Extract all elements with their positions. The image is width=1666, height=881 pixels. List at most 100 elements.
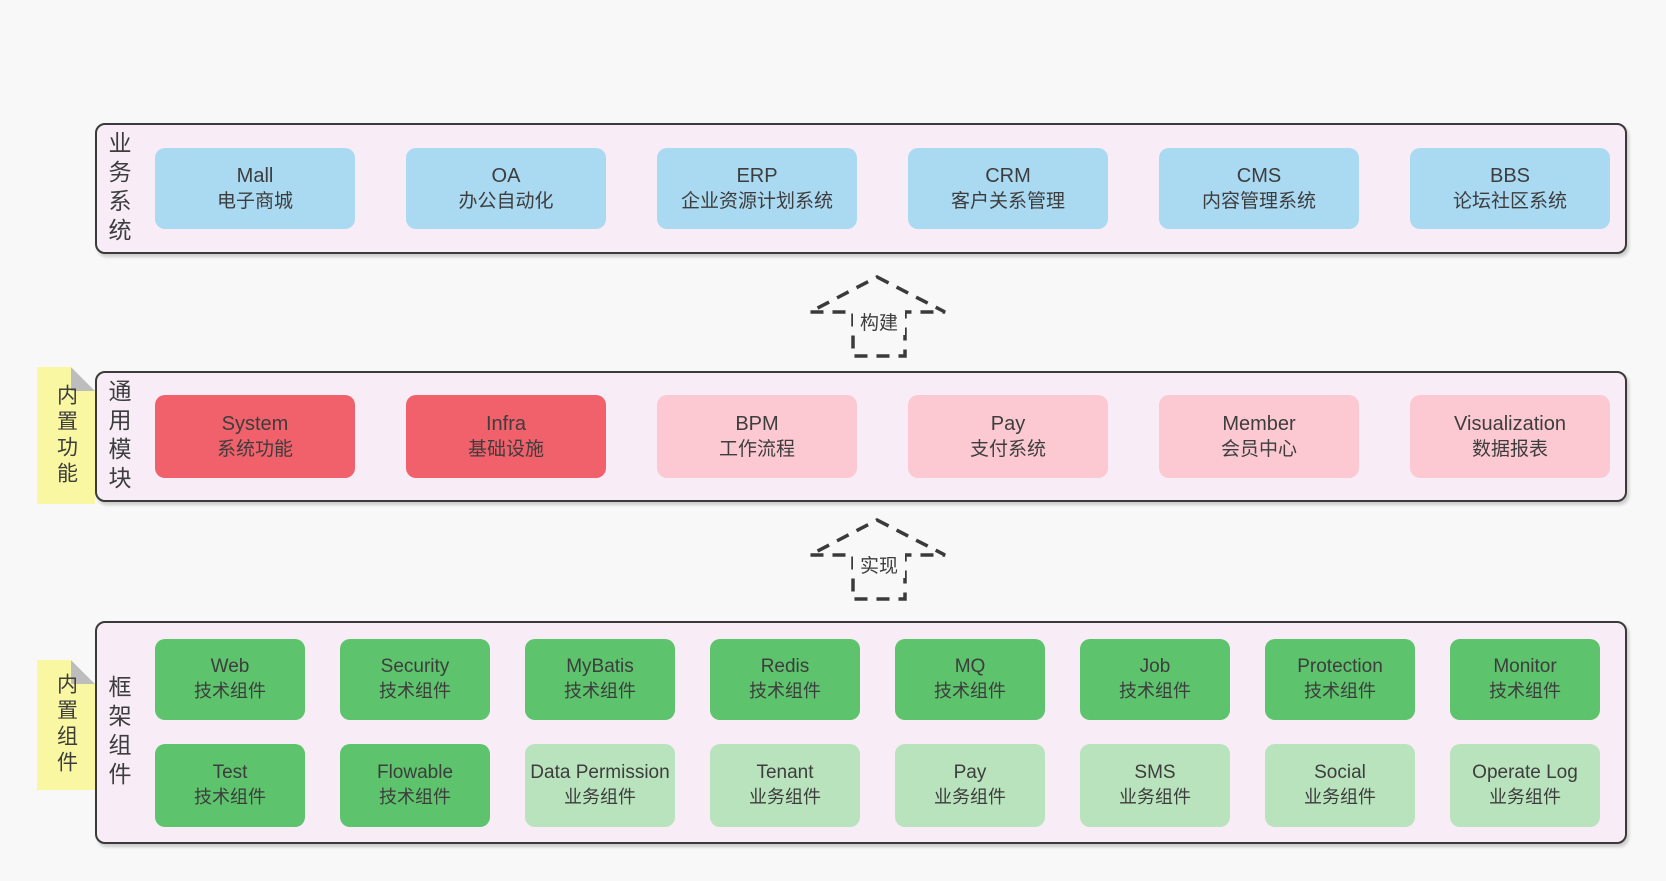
arrow-label-plate [853, 307, 905, 335]
box-title: CRM [985, 164, 1031, 187]
box-title: Mall [236, 164, 274, 187]
box-title: Infra [485, 412, 527, 435]
box-title: Pay [953, 762, 987, 783]
arrow-label-plate [853, 550, 905, 578]
box-system: System 系统功能 [155, 395, 355, 478]
box-subtitle: 业务组件 [749, 787, 821, 807]
box-title: Protection [1297, 656, 1383, 677]
box-bbs: BBS 论坛社区系统 [1410, 148, 1610, 229]
box-subtitle: 客户关系管理 [950, 190, 1065, 212]
note-built-in-features: 内置功能 [37, 367, 95, 504]
box-subtitle: 支付系统 [969, 438, 1046, 460]
box-job: Job 技术组件 [1080, 638, 1230, 720]
note-built-in-components: 内置组件 [37, 660, 95, 790]
box-subtitle: 内容管理系统 [1201, 190, 1316, 212]
box-title: OA [491, 164, 521, 187]
box-cms: CMS 内容管理系统 [1159, 148, 1359, 229]
box-subtitle: 技术组件 [1304, 681, 1376, 701]
box-title: Security [380, 656, 450, 677]
box-title: BBS [1489, 164, 1531, 187]
box-subtitle: 技术组件 [1119, 681, 1191, 701]
box-protection: Protection 技术组件 [1265, 638, 1415, 720]
box-subtitle: 技术组件 [749, 681, 821, 701]
box-operate-log: Operate Log 业务组件 [1450, 743, 1600, 827]
box-title: Job [1139, 656, 1171, 677]
box-title: Web [210, 656, 250, 677]
side-label-framework-components: 框架组件 [105, 674, 131, 791]
box-crm: CRM 客户关系管理 [908, 148, 1108, 229]
box-monitor: Monitor 技术组件 [1450, 638, 1600, 720]
box-title: Data Permission [530, 762, 670, 783]
box-subtitle: 技术组件 [379, 787, 451, 807]
box-subtitle: 业务组件 [1304, 787, 1376, 807]
box-subtitle: 数据报表 [1471, 438, 1548, 460]
box-subtitle: 技术组件 [194, 787, 266, 807]
box-mq: MQ 技术组件 [895, 638, 1045, 720]
box-title: MQ [954, 656, 986, 677]
box-title: Redis [760, 656, 810, 677]
box-flowable: Flowable 技术组件 [340, 743, 490, 827]
note-text: 内置组件 [54, 673, 78, 777]
panel-business-systems: 业务系统 Mall 电子商城 OA 办公自动化 ERP 企业资源计划系统 CRM 客户关系管理… [95, 123, 1627, 254]
box-row: Mall 电子商城 OA 办公自动化 ERP 企业资源计划系统 CRM 客户关系管理 CMS 内容… [155, 148, 1625, 229]
box-pay: Pay 业务组件 [895, 743, 1045, 827]
box-subtitle: 业务组件 [564, 787, 636, 807]
box-subtitle: 基础设施 [467, 438, 544, 460]
box-erp: ERP 企业资源计划系统 [657, 148, 857, 229]
box-title: Test [212, 762, 248, 783]
side-label-common-modules: 通用模块 [105, 378, 131, 495]
box-subtitle: 工作流程 [718, 438, 795, 460]
box-subtitle: 业务组件 [934, 787, 1006, 807]
box-subtitle: 办公自动化 [458, 190, 554, 212]
box-visualization: Visualization 数据报表 [1410, 395, 1610, 478]
box-title: Pay [990, 412, 1026, 435]
box-subtitle: 业务组件 [1119, 787, 1191, 807]
arrow-label: 构建 [860, 312, 898, 334]
arrow-implement: 实现 [807, 518, 948, 602]
box-subtitle: 会员中心 [1220, 438, 1297, 460]
box-title: Monitor [1493, 656, 1557, 677]
box-title: Operate Log [1472, 762, 1578, 783]
box-title: MyBatis [566, 656, 634, 677]
box-subtitle: 企业资源计划系统 [680, 190, 833, 212]
box-mall: Mall 电子商城 [155, 148, 355, 229]
box-oa: OA 办公自动化 [406, 148, 606, 229]
box-title: CMS [1236, 164, 1282, 187]
note-text: 内置功能 [54, 383, 78, 488]
box-subtitle: 技术组件 [1489, 681, 1561, 701]
box-subtitle: 技术组件 [934, 681, 1006, 701]
box-subtitle: 系统功能 [216, 438, 293, 460]
box-subtitle: 论坛社区系统 [1452, 190, 1567, 212]
box-title: Social [1314, 762, 1366, 783]
box-web: Web 技术组件 [155, 638, 305, 720]
box-mybatis: MyBatis 技术组件 [525, 638, 675, 720]
box-title: SMS [1134, 762, 1176, 783]
box-member: Member 会员中心 [1159, 395, 1359, 478]
arrow-build: 构建 [807, 275, 948, 359]
box-redis: Redis 技术组件 [710, 638, 860, 720]
box-title: Visualization [1454, 412, 1566, 435]
box-title: Flowable [376, 762, 454, 783]
box-title: System [221, 412, 289, 435]
side-label-business-systems: 业务系统 [105, 130, 131, 247]
box-title: ERP [736, 164, 778, 187]
box-subtitle: 技术组件 [194, 681, 266, 701]
arrow-label: 实现 [860, 555, 898, 577]
box-subtitle: 电子商城 [216, 190, 293, 212]
box-title: Member [1222, 412, 1296, 435]
panel-box-rows: Mall 电子商城 OA 办公自动化 ERP 企业资源计划系统 CRM 客户关系管理 CMS 内容… [155, 125, 1625, 252]
box-social: Social 业务组件 [1265, 743, 1415, 827]
box-subtitle: 业务组件 [1489, 787, 1561, 807]
box-subtitle: 技术组件 [564, 681, 636, 701]
